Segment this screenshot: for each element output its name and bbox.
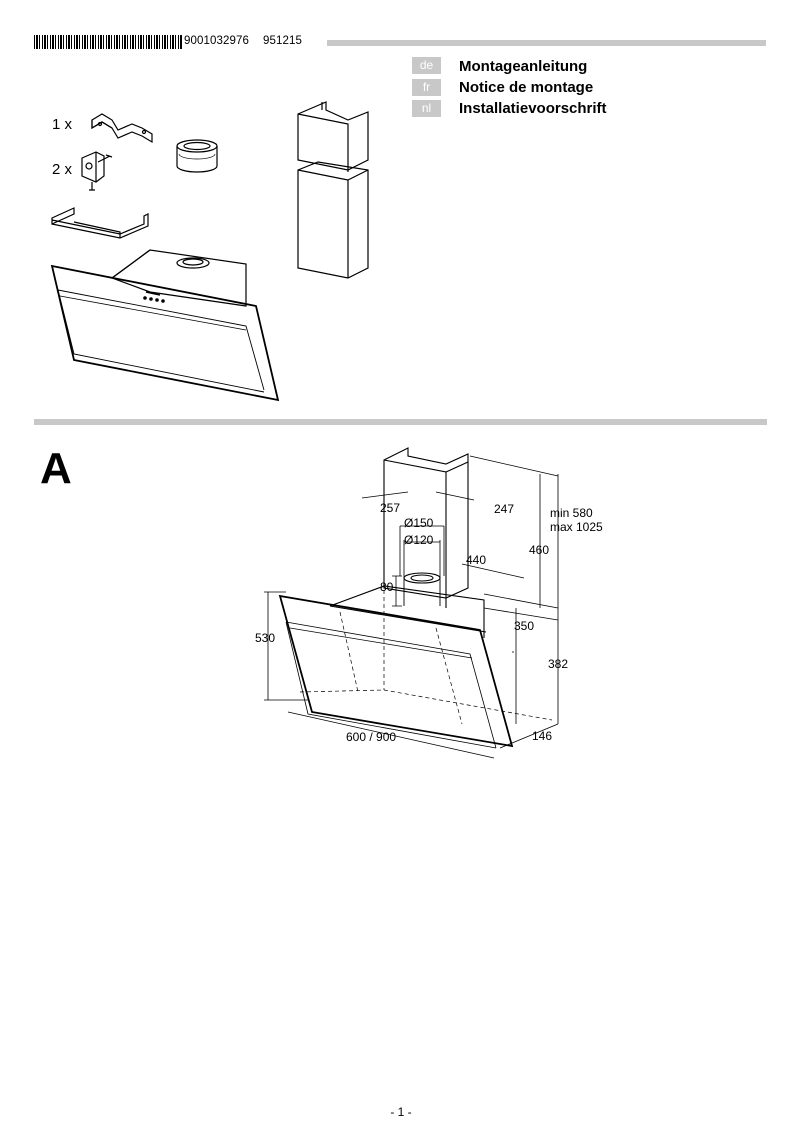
dim-350: 350 [514,619,534,633]
screw-clip-icon [81,151,113,191]
dim-530: 530 [255,631,275,645]
lang-badge-fr: fr [412,79,441,96]
title-nl: Installatievoorschrift [459,100,607,117]
dim-146: 146 [532,729,552,743]
duct-adapter-icon [176,139,218,173]
qty-bracket: 1 x [52,116,73,133]
dim-257: 257 [380,501,400,515]
revision-text: 951215 [262,35,302,47]
mounting-rail-icon [51,207,149,239]
dim-d150: Ø150 [404,516,434,530]
hood-glass-outline [278,594,514,748]
chimney-lower-icon [297,161,369,279]
dim-min: min 580 [550,506,593,520]
dim-460: 460 [529,543,549,557]
chimney-upper-icon [297,101,369,172]
dim-440: 440 [466,553,486,567]
chimney-outline [383,447,469,599]
section-rule [34,419,767,425]
header-rule [327,40,766,46]
dim-382: 382 [548,657,568,671]
dim-max: max 1025 [550,520,603,534]
dim-d120: Ø120 [404,533,434,547]
lang-badge-nl: nl [412,100,441,117]
dim-width: 600 / 900 [346,730,396,744]
dim-80: 80 [380,580,394,594]
title-de: Montageanleitung [459,58,588,75]
title-fr: Notice de montage [459,79,594,96]
page-number: - 1 - [390,1105,412,1119]
dim-247: 247 [494,502,514,516]
section-letter: A [40,444,72,493]
dimension-drawing: 257 247 Ø150 Ø120 440 460 80 min 580 max… [255,447,603,759]
parts-illustration [50,101,369,402]
lang-badge-de: de [412,57,441,74]
wall-bracket-icon [91,113,153,144]
range-hood-icon [50,249,280,402]
qty-clip: 2 x [52,161,73,178]
barcode [34,35,182,49]
document-number: 9001032976 951215 [184,35,316,47]
doc-number-text: 9001032976 [184,35,249,47]
